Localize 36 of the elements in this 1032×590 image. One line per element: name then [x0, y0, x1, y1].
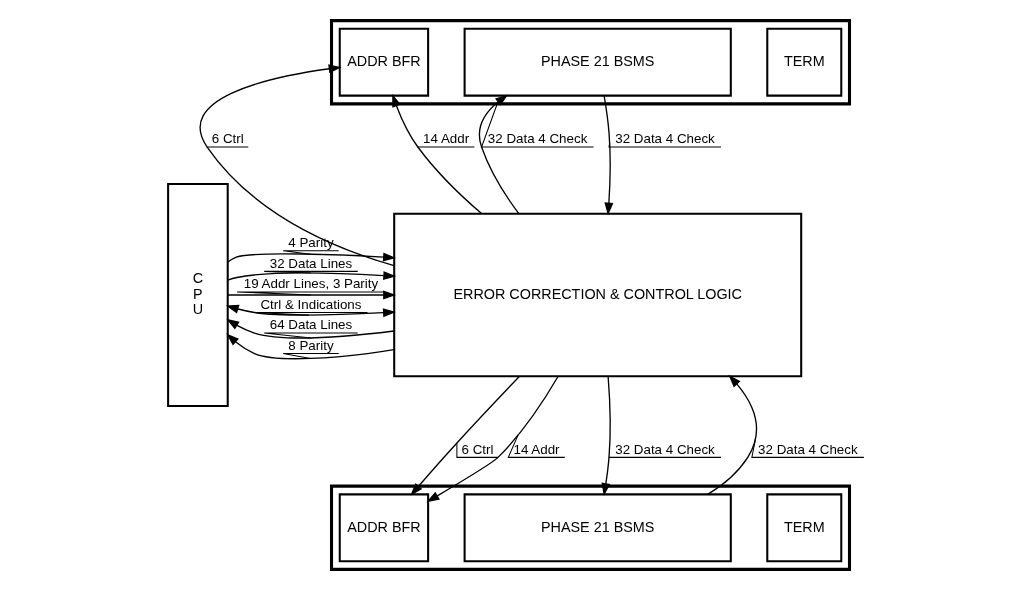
arrow — [227, 250, 396, 263]
arrow — [410, 375, 521, 496]
edge-label: 32 Data 4 Check — [487, 131, 588, 147]
edge-label: Ctrl & Indications — [260, 296, 362, 312]
edge-label: 19 Addr Lines, 3 Parity — [243, 276, 379, 292]
arrow — [226, 318, 395, 339]
node-box: TERM — [766, 27, 843, 97]
arrow — [227, 270, 397, 281]
arrow — [227, 290, 397, 300]
edge-label: 64 Data Lines — [269, 317, 353, 333]
edge-label: 4 Parity — [288, 235, 334, 251]
arrow — [601, 375, 722, 497]
edge-label: 14 Addr — [513, 441, 560, 457]
arrow — [225, 304, 396, 318]
node-box: PHASE 21 BSMS — [463, 493, 732, 563]
node-box: ADDR BFR — [338, 27, 430, 97]
edge-label: 32 Data 4 Check — [615, 441, 715, 457]
arrow — [226, 333, 395, 360]
edge-label: 6 Ctrl — [211, 131, 244, 147]
edge-label: 8 Parity — [288, 337, 334, 353]
node-box: PHASE 21 BSMS — [463, 27, 732, 97]
node-box: ERROR CORRECTION & CONTROL LOGIC — [393, 212, 803, 378]
node-box: ADDR BFR — [338, 493, 430, 563]
edge-label: 32 Data 4 Check — [758, 441, 858, 457]
node-box: C P U — [167, 182, 229, 408]
node-box: TERM — [766, 493, 843, 563]
edge-label: 14 Addr — [423, 131, 470, 147]
edge-label: 32 Data Lines — [269, 255, 353, 271]
edge-label: 6 Ctrl — [461, 441, 494, 457]
arrow — [706, 374, 865, 495]
arrow — [478, 94, 595, 215]
arrow — [426, 375, 566, 503]
arrow — [199, 64, 395, 267]
arrow — [392, 93, 483, 215]
edge-label: 32 Data 4 Check — [615, 131, 715, 147]
arrow — [603, 95, 722, 216]
